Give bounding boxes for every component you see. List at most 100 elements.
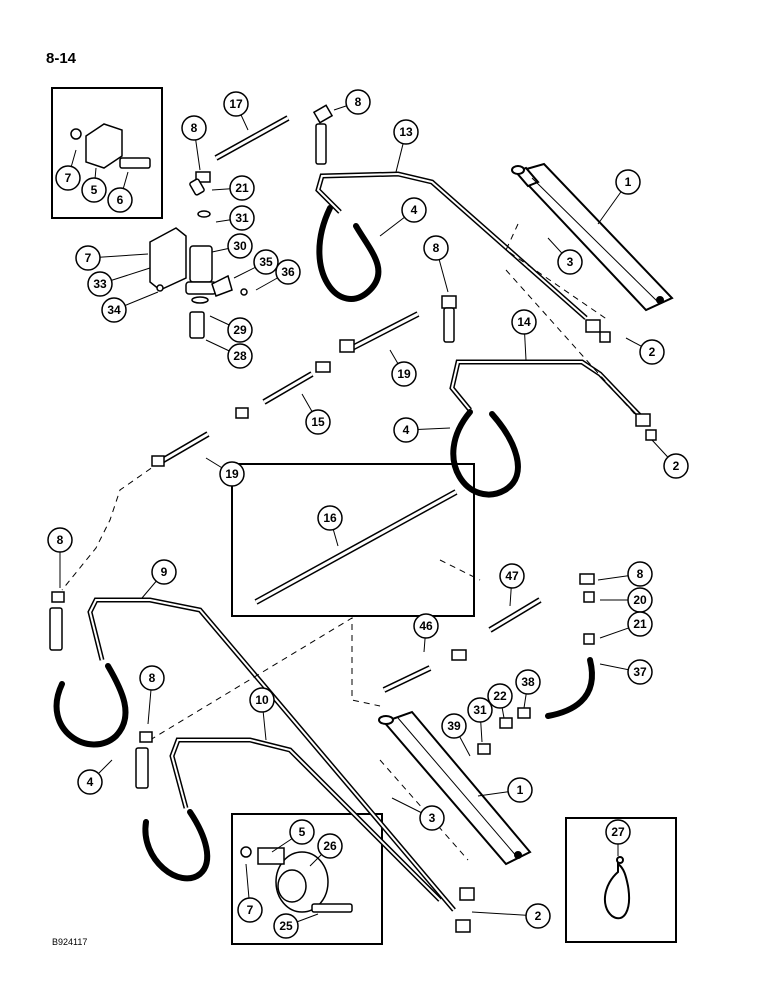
callout-16: 16	[317, 505, 343, 547]
fittings	[49, 104, 657, 933]
callout-label: 30	[233, 239, 247, 253]
callout-circle	[229, 175, 255, 201]
callout-13: 13	[393, 119, 419, 173]
callout-circle	[275, 259, 301, 285]
callout-19: 19	[389, 349, 417, 387]
callout-label: 31	[473, 703, 487, 717]
callout-31: 31	[215, 205, 255, 231]
callout-label: 6	[117, 193, 124, 207]
callout-circle	[467, 697, 493, 723]
callout-circle	[345, 89, 371, 115]
callout-10: 10	[249, 687, 275, 741]
callout-3: 3	[391, 797, 445, 831]
callout-label: 3	[567, 255, 574, 269]
callout-26: 26	[309, 833, 343, 867]
callout-circle	[317, 833, 343, 859]
callout-circle	[487, 683, 513, 709]
callout-circle	[227, 233, 253, 259]
callout-label: 8	[57, 533, 64, 547]
callout-47: 47	[499, 563, 525, 607]
callout-circle	[151, 559, 177, 585]
drawing-code: B924117	[52, 937, 88, 947]
callout-label: 8	[433, 241, 440, 255]
callout-21: 21	[211, 175, 255, 201]
callout-circle	[229, 205, 255, 231]
tube-13	[315, 171, 588, 320]
callout-circle	[223, 91, 249, 117]
callout-20: 20	[600, 587, 653, 613]
callout-33: 33	[87, 267, 151, 297]
callout-4: 4	[393, 417, 451, 443]
callout-label: 8	[637, 567, 644, 581]
callout-5: 5	[81, 167, 107, 203]
callout-circle	[55, 165, 81, 191]
callout-circle	[639, 339, 665, 365]
callout-label: 14	[517, 315, 531, 329]
callout-label: 25	[279, 919, 293, 933]
callout-3: 3	[547, 237, 583, 275]
callout-39: 39	[441, 713, 471, 757]
callout-label: 10	[255, 693, 269, 707]
callout-label: 5	[91, 183, 98, 197]
callout-label: 8	[149, 671, 156, 685]
callout-7: 7	[75, 245, 149, 271]
callout-label: 28	[233, 349, 247, 363]
callout-circle	[289, 819, 315, 845]
callout-8: 8	[139, 665, 165, 725]
callout-34: 34	[101, 291, 159, 323]
callout-8: 8	[47, 527, 73, 588]
callout-label: 34	[107, 303, 121, 317]
callout-label: 39	[447, 719, 461, 733]
callout-circle	[139, 665, 165, 691]
callout-circle	[181, 115, 207, 141]
callout-circle	[393, 417, 419, 443]
callout-label: 21	[235, 181, 249, 195]
callout-25: 25	[273, 913, 319, 939]
callout-label: 33	[93, 277, 107, 291]
callout-8: 8	[333, 89, 371, 115]
callout-4: 4	[379, 197, 427, 237]
callout-circle	[401, 197, 427, 223]
callout-1: 1	[477, 777, 533, 803]
callout-8: 8	[597, 561, 653, 587]
callout-circle	[107, 187, 133, 213]
callout-circle	[663, 453, 689, 479]
callout-circle	[249, 687, 275, 713]
callout-17: 17	[223, 91, 249, 131]
callout-circle	[413, 613, 439, 639]
callout-21: 21	[599, 611, 653, 639]
callout-36: 36	[255, 259, 301, 291]
callout-circle	[423, 235, 449, 261]
inset-roller	[240, 846, 353, 913]
callout-circle	[441, 713, 467, 739]
callout-label: 16	[323, 511, 337, 525]
page-number: 8-14	[46, 50, 77, 67]
callout-2: 2	[471, 903, 551, 929]
callout-label: 3	[429, 811, 436, 825]
callout-label: 19	[225, 467, 239, 481]
callout-circle	[317, 505, 343, 531]
cylinder-upper	[511, 162, 674, 312]
callout-label: 4	[411, 203, 418, 217]
callout-circle	[219, 461, 245, 487]
callout-35: 35	[233, 249, 279, 279]
callout-8: 8	[423, 235, 449, 293]
callout-label: 7	[65, 171, 72, 185]
callout-7: 7	[55, 149, 81, 191]
callout-label: 7	[247, 903, 254, 917]
callout-label: 2	[535, 909, 542, 923]
inset-box-mounting-block	[51, 87, 163, 219]
callout-label: 46	[419, 619, 433, 633]
callout-label: 1	[517, 783, 524, 797]
callout-circle	[627, 659, 653, 685]
clamp-27	[603, 856, 630, 920]
tube-9	[87, 597, 456, 912]
callout-label: 2	[673, 459, 680, 473]
callout-31: 31	[467, 697, 493, 743]
callout-label: 17	[229, 97, 243, 111]
callout-1: 1	[597, 169, 641, 225]
inset-box-roller-mount	[231, 813, 383, 945]
tube-14	[449, 359, 644, 420]
